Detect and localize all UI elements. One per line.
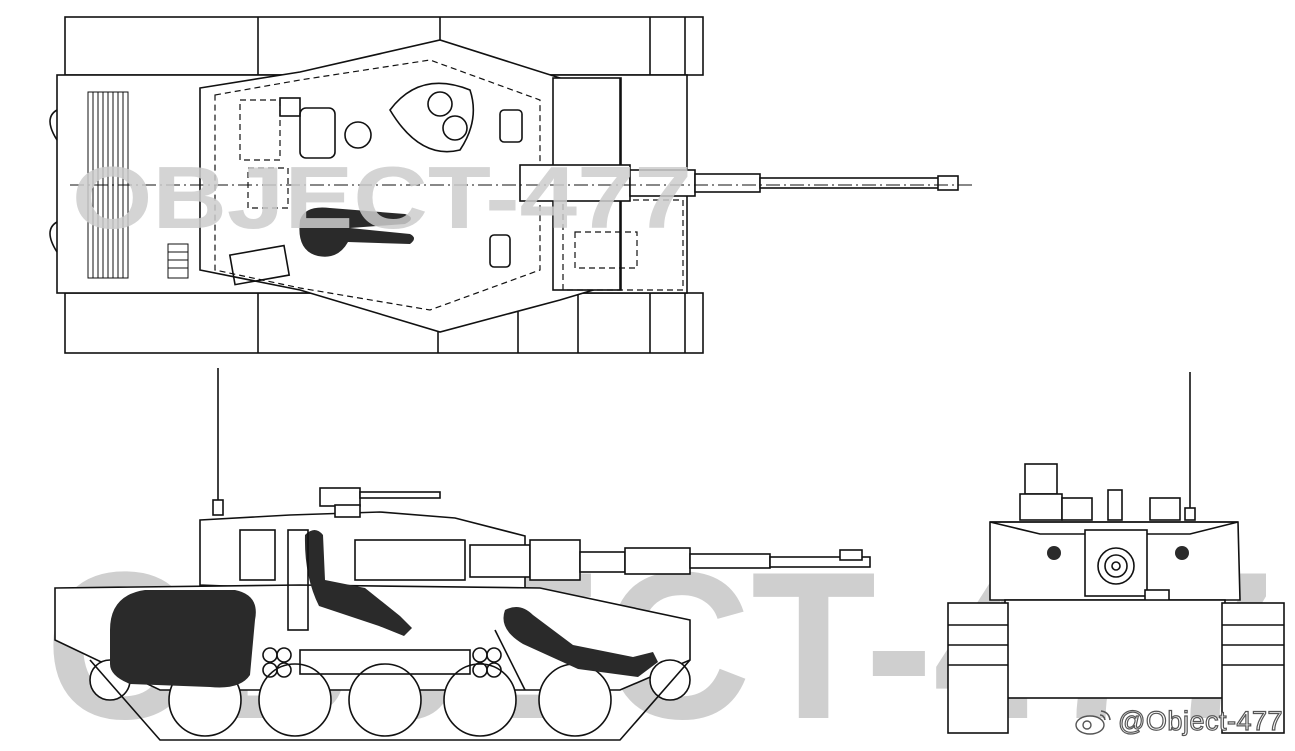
engine-block — [110, 590, 256, 688]
weibo-icon — [1075, 709, 1111, 735]
crew-figure-turret — [304, 530, 412, 636]
top-view: OBJECT-477 — [49, 16, 975, 354]
crew-figure-driver — [503, 606, 658, 677]
main-gun-side — [469, 539, 871, 581]
gun-muzzle-front — [1097, 547, 1135, 585]
main-gun-top — [519, 164, 959, 202]
watermark-top-view: OBJECT-477 — [72, 148, 692, 247]
side-view — [54, 368, 871, 741]
credit-label: @Object-477 — [1074, 705, 1283, 737]
crew-figure-top — [299, 207, 414, 257]
front-view — [947, 372, 1285, 734]
ammo-rack — [262, 647, 502, 678]
credit-text: @Object-477 — [1117, 705, 1283, 736]
